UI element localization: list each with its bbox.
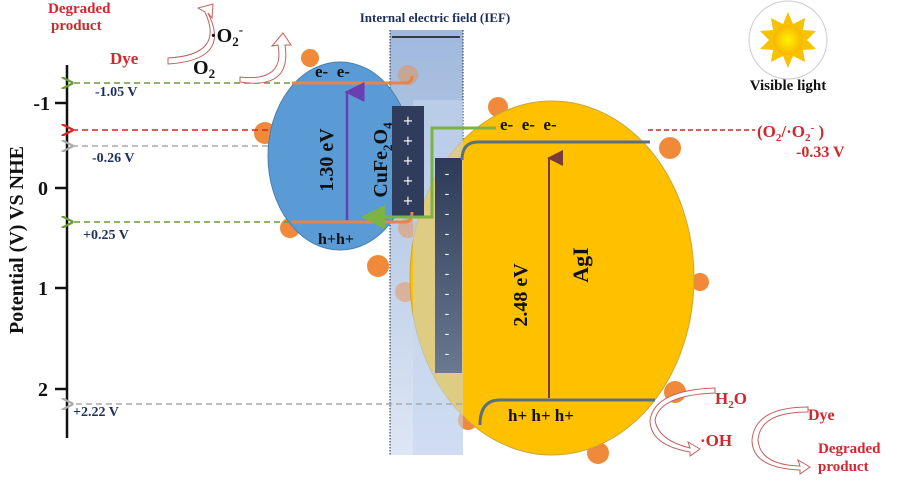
degraded-product-label: Degraded: [818, 441, 881, 457]
agi-bandgap: 2.48 eV: [510, 263, 532, 327]
minus-sign: -: [445, 287, 450, 302]
cufe2o4-cb: [292, 75, 414, 85]
tick-label: 1: [38, 278, 48, 300]
hydroxyl-label: ·OH: [700, 431, 732, 450]
degraded-product-label: product: [51, 18, 102, 34]
superoxide-label: ·O2-: [210, 22, 243, 49]
level-label: -1.05 V: [95, 85, 138, 100]
agi-cb: [460, 140, 650, 161]
tick-label: -1: [33, 93, 50, 115]
sun-icon: [748, 0, 828, 80]
cufe2o4-bandgap: 1.30 eV: [316, 128, 338, 192]
degraded-product-label: Degraded: [48, 1, 111, 17]
cufe2o4-electrons: e- e-: [315, 62, 350, 81]
plus-sign: +: [403, 174, 414, 189]
minus-sign: -: [445, 327, 450, 342]
o2-couple-label: (O2/·O2- ): [757, 122, 824, 144]
negative-charge-panel: [435, 158, 462, 373]
ief-title: Internal electric field (IEF): [360, 10, 511, 25]
charge-transfer-arrow: [361, 126, 496, 229]
minus-sign: -: [445, 207, 450, 222]
minus-sign: -: [445, 167, 450, 182]
reaction-arrows-bottom: [649, 387, 811, 475]
nanoparticle-dots: [254, 49, 709, 464]
minus-sign: -: [445, 347, 450, 362]
o2-couple-value: -0.33 V: [796, 144, 845, 161]
plus-sign: +: [403, 194, 414, 209]
potential-axis: [55, 65, 69, 438]
positive-charge-panel: [392, 106, 424, 216]
dye-label: Dye: [110, 49, 139, 68]
plus-sign: +: [403, 154, 414, 169]
minus-sign: -: [445, 247, 450, 262]
agi-label: AgI: [568, 247, 593, 282]
agi-holes: h+ h+ h+: [508, 406, 574, 425]
reaction-arrows-top: [167, 3, 292, 84]
agi-electrons: e- e- e-: [500, 115, 557, 134]
tick-label: 0: [38, 178, 48, 200]
dye-label: Dye: [808, 407, 835, 424]
level-label: -0.26 V: [92, 151, 135, 166]
water-label: H2O: [715, 389, 747, 411]
cufe2o4-holes: h+h+: [318, 231, 354, 248]
visible-light-label: Visible light: [750, 78, 827, 94]
plus-sign: +: [403, 134, 414, 149]
level-label: +0.25 V: [83, 228, 129, 243]
minus-sign: -: [445, 307, 450, 322]
minus-sign: -: [445, 267, 450, 282]
minus-sign: -: [445, 187, 450, 202]
tick-label: 2: [38, 379, 48, 401]
cufe2o4-vb: [292, 211, 414, 224]
minus-sign: -: [445, 227, 450, 242]
agi-particle: [409, 100, 695, 456]
degraded-product-label: product: [818, 459, 869, 475]
axis-title: Potential (V) VS NHE: [6, 146, 28, 334]
cufe2o4-label: CuFe2O4: [370, 122, 395, 198]
oxygen-label: O2: [193, 57, 215, 81]
agi-vb: [478, 398, 655, 426]
level-label: +2.22 V: [73, 405, 119, 420]
plus-sign: +: [403, 114, 414, 129]
